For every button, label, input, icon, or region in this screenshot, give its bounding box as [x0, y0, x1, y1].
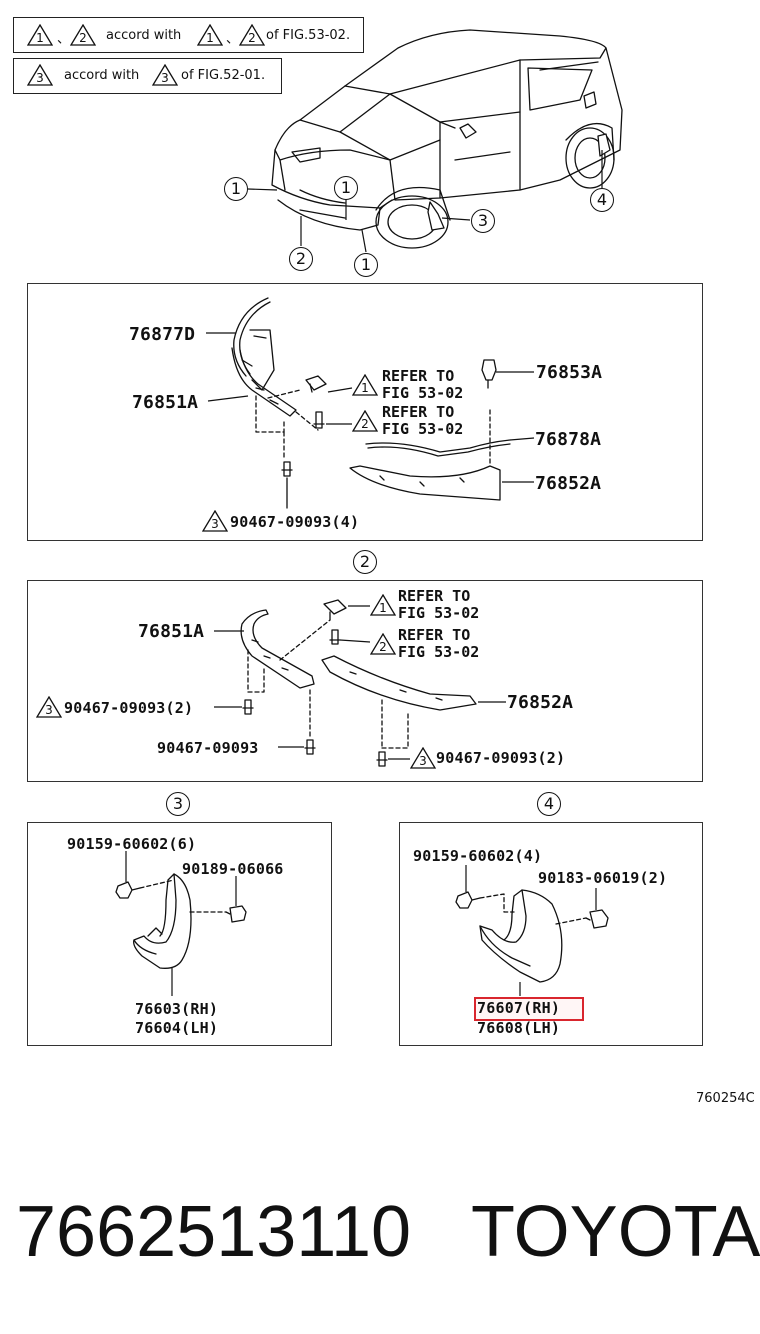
part-label-76852A: 76852A	[535, 473, 602, 494]
bolt-label-right: 90467-09093(2)	[436, 749, 566, 767]
refer-text-1: REFER TO FIG 53-02	[382, 367, 464, 402]
panel2-drawing	[214, 599, 506, 767]
panel-rear-mudguard	[399, 822, 703, 1046]
legend-figure-ref: of FIG.52-01.	[181, 68, 266, 83]
panel3-drawing	[115, 851, 247, 996]
callout-2-spoiler: 2	[289, 247, 313, 271]
screw-label-90159-60602: 90159-60602(4)	[413, 847, 543, 865]
triangle-mark-refer-1: 1	[369, 593, 397, 616]
part-label-76603-rh: 76603(RH)	[135, 1000, 219, 1018]
legend-accord-text: accord with	[64, 68, 140, 83]
triangle-mark-refer-2: 2	[351, 409, 379, 432]
refer-text-2: REFER TO FIG 53-02	[382, 403, 464, 438]
legend-figure-ref: of FIG.53-02.	[266, 28, 351, 43]
panel1-drawing	[206, 297, 535, 509]
callout-1-grille: 1	[334, 176, 358, 200]
part-label-76853A: 76853A	[536, 362, 603, 383]
part-label-76852A-panel2: 76852A	[507, 692, 574, 713]
panel2-callout: 2	[353, 550, 377, 574]
legend-separator: 、	[226, 32, 240, 47]
legend-triangle-mark: 1	[26, 23, 54, 46]
clip-label-90189-06066: 90189-06066	[182, 860, 284, 878]
part-label-76878A: 76878A	[535, 429, 602, 450]
legend-accord-text: accord with	[106, 28, 182, 43]
panel-front-mudguard	[27, 822, 332, 1046]
legend-triangle-mark: 3	[151, 63, 179, 86]
callout-3-front-mudguard: 3	[471, 209, 495, 233]
legend-triangle-mark: 3	[26, 63, 54, 86]
triangle-mark-bolt: 3	[201, 509, 229, 532]
triangle-mark-refer-2: 2	[369, 632, 397, 655]
callout-1-lower: 1	[354, 253, 378, 277]
refer-text-1: REFER TO FIG 53-02	[398, 587, 480, 622]
part-label-76851A: 76851A	[132, 392, 199, 413]
legend-triangle-mark: 1	[196, 23, 224, 46]
part-label-76604-lh: 76604(LH)	[135, 1019, 219, 1037]
screw-label-90159-60602: 90159-60602(6)	[67, 835, 197, 853]
panel3-callout: 3	[166, 792, 190, 816]
bolt-label-middle: 90467-09093	[157, 739, 259, 757]
footer-part-number: 7662513110	[16, 1192, 412, 1272]
bolt-label-left: 90467-09093(2)	[64, 699, 194, 717]
triangle-mark-bolt: 3	[409, 746, 437, 769]
legend-separator: 、	[57, 32, 71, 47]
triangle-mark-refer-1: 1	[351, 373, 379, 396]
footer-brand: TOYOTA	[471, 1192, 760, 1272]
legend-box-1	[13, 17, 364, 53]
clip-label-90183-06019: 90183-06019(2)	[538, 869, 668, 887]
catalog-code: 760254C	[696, 1091, 755, 1106]
panel-front-bumper-2	[27, 580, 703, 782]
part-label-76851A-panel2: 76851A	[138, 621, 205, 642]
legend-triangle-mark: 2	[238, 23, 266, 46]
highlight-box-76607	[474, 997, 584, 1021]
panel4-drawing	[455, 865, 609, 996]
part-label-76877D: 76877D	[129, 324, 196, 345]
triangle-mark-bolt: 3	[35, 695, 63, 718]
bolt-label-90467-09093: 90467-09093(4)	[230, 513, 360, 531]
legend-triangle-mark: 2	[69, 23, 97, 46]
panel4-callout: 4	[537, 792, 561, 816]
part-label-76608-lh: 76608(LH)	[477, 1019, 561, 1037]
callout-1-bumper: 1	[224, 177, 248, 201]
part-label-76607-rh: 76607(RH)	[477, 999, 561, 1017]
legend-box-2	[13, 58, 282, 94]
callout-4-rear-mudguard: 4	[590, 188, 614, 212]
car-illustration	[247, 29, 623, 253]
refer-text-2: REFER TO FIG 53-02	[398, 626, 480, 661]
